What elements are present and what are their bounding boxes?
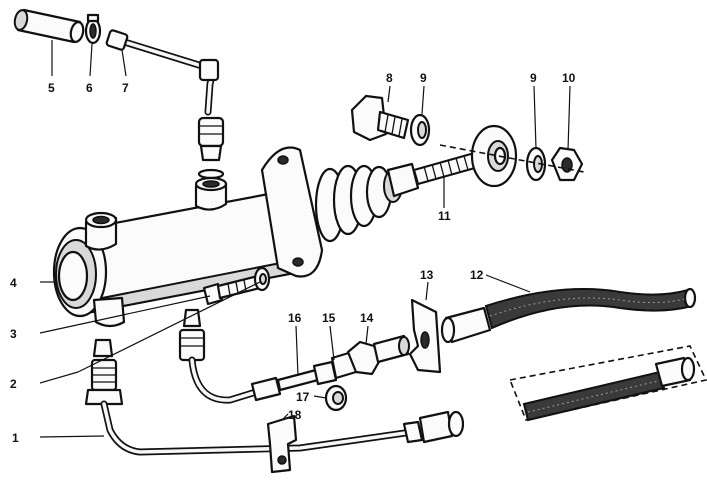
- callout-16: 16: [288, 311, 302, 325]
- callout-14: 14: [360, 311, 374, 325]
- part-7-feed-pipe: [105, 29, 220, 116]
- callout-4: 4: [10, 276, 17, 290]
- callout-2: 2: [10, 377, 17, 391]
- leader-lines: [39, 40, 571, 438]
- callout-9b: 9: [530, 71, 537, 85]
- rubber-boot: [314, 164, 403, 243]
- inlet-fitting: [197, 116, 225, 180]
- part-8-bolt: [350, 94, 410, 142]
- part-14-hex-fitting: [346, 334, 410, 376]
- part-17-bush: [324, 384, 348, 412]
- callout-7: 7: [122, 81, 129, 95]
- callout-9a: 9: [420, 71, 427, 85]
- part-9-washer-a: [409, 113, 431, 147]
- callout-8: 8: [386, 71, 393, 85]
- part-4-master-cylinder-body: [52, 146, 324, 328]
- callout-10: 10: [562, 71, 576, 85]
- part-12-flexible-hose: [440, 287, 697, 344]
- callout-5: 5: [48, 81, 55, 95]
- callout-13: 13: [420, 268, 434, 282]
- assembly-line-right: [439, 144, 585, 173]
- part-10-nut: [550, 146, 584, 182]
- part-16-fluid-line: [188, 356, 338, 404]
- part-2-outlet-fitting: [84, 338, 124, 406]
- callout-12: 12: [470, 268, 484, 282]
- part-5-hose-piece: [13, 8, 85, 44]
- callout-17: 17: [296, 390, 310, 404]
- part-6-hose-clamp: [84, 13, 102, 45]
- callout-18: 18: [288, 408, 302, 422]
- part-11-push-rod: [386, 150, 484, 198]
- clevis-eye: [470, 124, 518, 188]
- callout-labels: 1 2 3 4 5 6 7 8 9 9 10 11 12 13 14 15 16…: [10, 71, 576, 445]
- line-fitting-left: [178, 308, 206, 362]
- part-18-bracket: [266, 414, 298, 474]
- callout-1: 1: [12, 431, 19, 445]
- callout-11: 11: [438, 209, 451, 223]
- part-13-retaining-clip: [408, 298, 442, 374]
- part-1-fluid-line: [100, 400, 465, 456]
- part-9-washer-b: [525, 146, 547, 182]
- callout-15: 15: [322, 311, 336, 325]
- part-3-bolt: [202, 266, 271, 306]
- alternative-hose-box: [508, 345, 707, 422]
- callout-3: 3: [10, 327, 17, 341]
- callout-6: 6: [86, 81, 93, 95]
